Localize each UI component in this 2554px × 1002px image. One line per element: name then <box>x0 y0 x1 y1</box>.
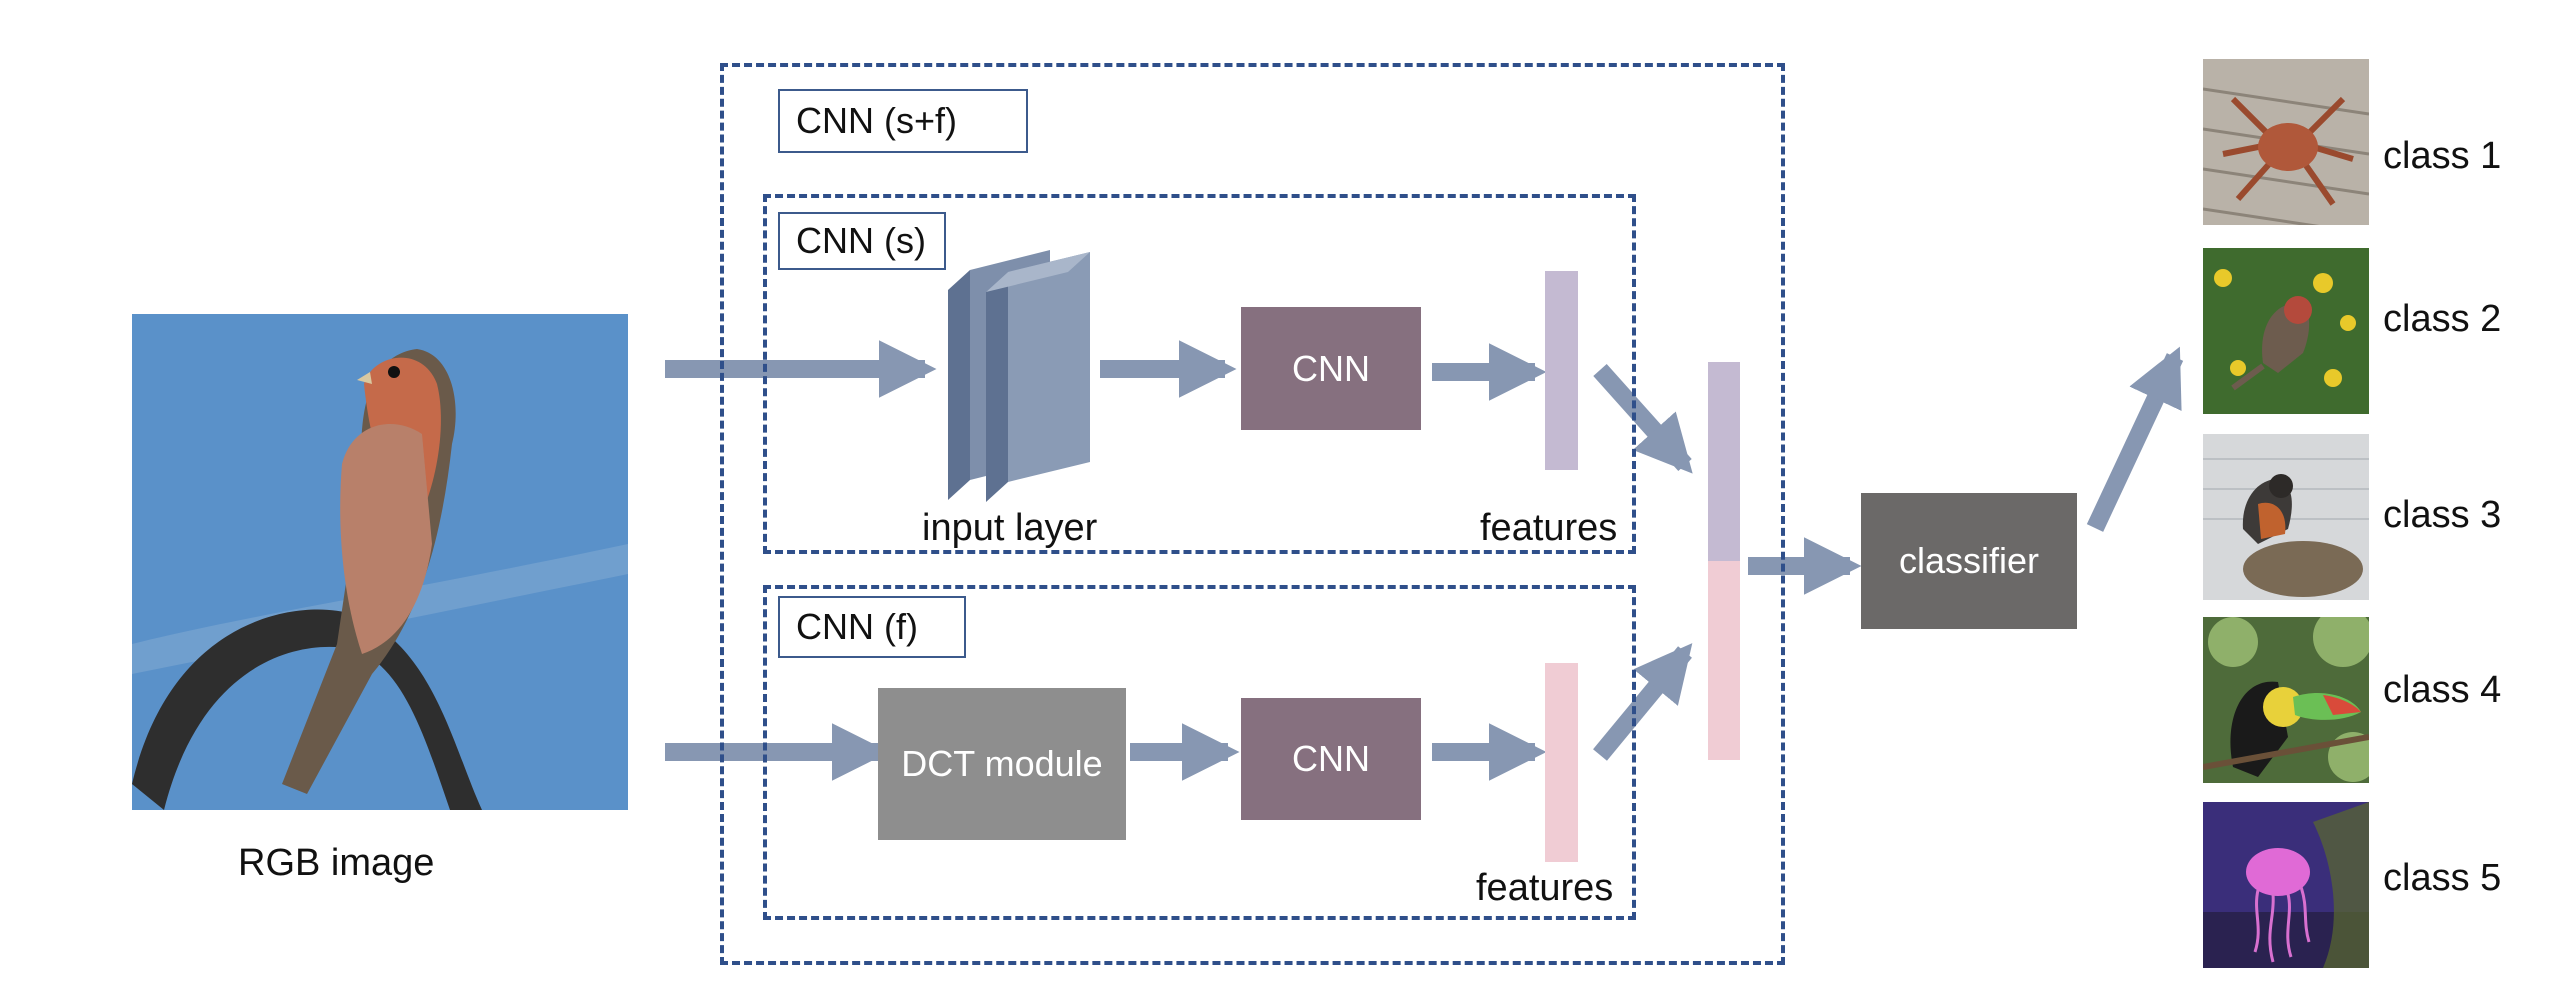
crab-photo-icon <box>2203 59 2369 225</box>
cnn-f-box <box>763 585 1636 920</box>
cnn-s-block: CNN <box>1241 307 1421 430</box>
class-4-thumbnail <box>2203 617 2369 783</box>
class-2-thumbnail <box>2203 248 2369 414</box>
input-layer-caption: input layer <box>922 507 1098 549</box>
class-3-thumbnail <box>2203 434 2369 600</box>
toucan-photo-icon <box>2203 617 2369 783</box>
rgb-image <box>132 314 628 810</box>
arrow-features-s-to-concat <box>1593 363 1693 474</box>
class-5-label: class 5 <box>2383 857 2502 899</box>
bird-in-flowers-photo-icon <box>2203 248 2369 414</box>
cnn-s-box <box>763 194 1636 554</box>
spatial-features-bar <box>1545 271 1578 470</box>
input-layer-icon <box>948 250 1090 502</box>
cnn-s-label: CNN (s) <box>778 212 946 270</box>
cnn-sf-box <box>720 63 1785 965</box>
class-4-label: class 4 <box>2383 669 2502 711</box>
class-1-label: class 1 <box>2383 135 2502 177</box>
cnn-sf-label: CNN (s+f) <box>778 89 1028 153</box>
spatial-features-caption: features <box>1480 507 1618 549</box>
concat-features-top <box>1708 362 1740 561</box>
cnn-f-label: CNN (f) <box>778 596 966 658</box>
class-5-thumbnail <box>2203 802 2369 968</box>
rgb-image-caption: RGB image <box>238 842 435 884</box>
arrow-classifier-to-classes <box>2086 346 2184 532</box>
robin-on-nest-photo-icon <box>2203 434 2369 600</box>
class-3-label: class 3 <box>2383 494 2502 536</box>
finch-photo-icon <box>132 314 628 810</box>
concat-features-bottom <box>1708 561 1740 760</box>
frequency-features-bar <box>1545 663 1578 862</box>
class-1-thumbnail <box>2203 59 2369 225</box>
arrow-features-f-to-concat <box>1593 643 1693 761</box>
jellyfish-photo-icon <box>2203 802 2369 968</box>
class-2-label: class 2 <box>2383 298 2502 340</box>
cnn-f-block: CNN <box>1241 698 1421 820</box>
dct-module-block: DCT module <box>878 688 1126 840</box>
classifier-block: classifier <box>1861 493 2077 629</box>
frequency-features-caption: features <box>1476 867 1614 909</box>
